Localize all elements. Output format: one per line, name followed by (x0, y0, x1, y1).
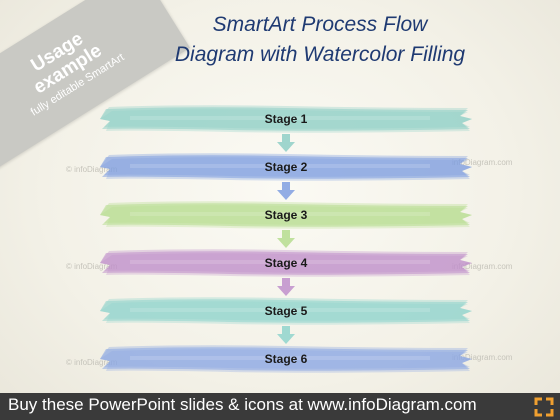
down-arrow-icon (277, 278, 295, 296)
stage-1: Stage 1 (100, 104, 472, 134)
footer-bar: Buy these PowerPoint slides & icons at w… (0, 393, 560, 420)
watermark-right-1: infoDiagram.com (452, 158, 513, 167)
down-arrow-icon (277, 134, 295, 152)
stage-2: Stage 2 (100, 152, 472, 182)
down-arrow-icon (277, 230, 295, 248)
stage-4-label: Stage 4 (264, 256, 308, 270)
stage-2-label: Stage 2 (264, 160, 308, 174)
watermark-left-3: © infoDiagram (66, 358, 118, 367)
stage-6: Stage 6 (100, 344, 472, 374)
stage-5: Stage 5 (100, 296, 472, 326)
stage-4: Stage 4 (100, 248, 472, 278)
stage-1-label: Stage 1 (264, 112, 308, 126)
expand-corner-icon (534, 397, 554, 417)
stage-3-label: Stage 3 (264, 208, 308, 222)
watermark-left-2: © infoDiagram (66, 262, 118, 271)
stage-3: Stage 3 (100, 200, 472, 230)
watermark-right-2: infoDiagram.com (452, 262, 513, 271)
diagram-title-line-1: SmartArt Process Flow (212, 13, 428, 36)
stage-5-label: Stage 5 (264, 304, 308, 318)
stage-6-label: Stage 6 (264, 352, 308, 366)
watermark-right-3: infoDiagram.com (452, 353, 513, 362)
watercolor-stroke-5 (100, 297, 472, 325)
watercolor-stroke-1 (100, 105, 472, 133)
watercolor-stroke-2 (100, 153, 472, 181)
footer-link[interactable]: Buy these PowerPoint slides & icons at w… (8, 395, 477, 414)
watercolor-stroke-4 (100, 249, 472, 277)
watercolor-stroke-3 (100, 201, 472, 229)
watercolor-stroke-6 (100, 345, 472, 373)
down-arrow-icon (277, 182, 295, 200)
diagram-title-line-2: Diagram with Watercolor Filling (174, 43, 466, 66)
down-arrow-icon (277, 326, 295, 344)
watermark-left-1: © infoDiagram (66, 165, 118, 174)
